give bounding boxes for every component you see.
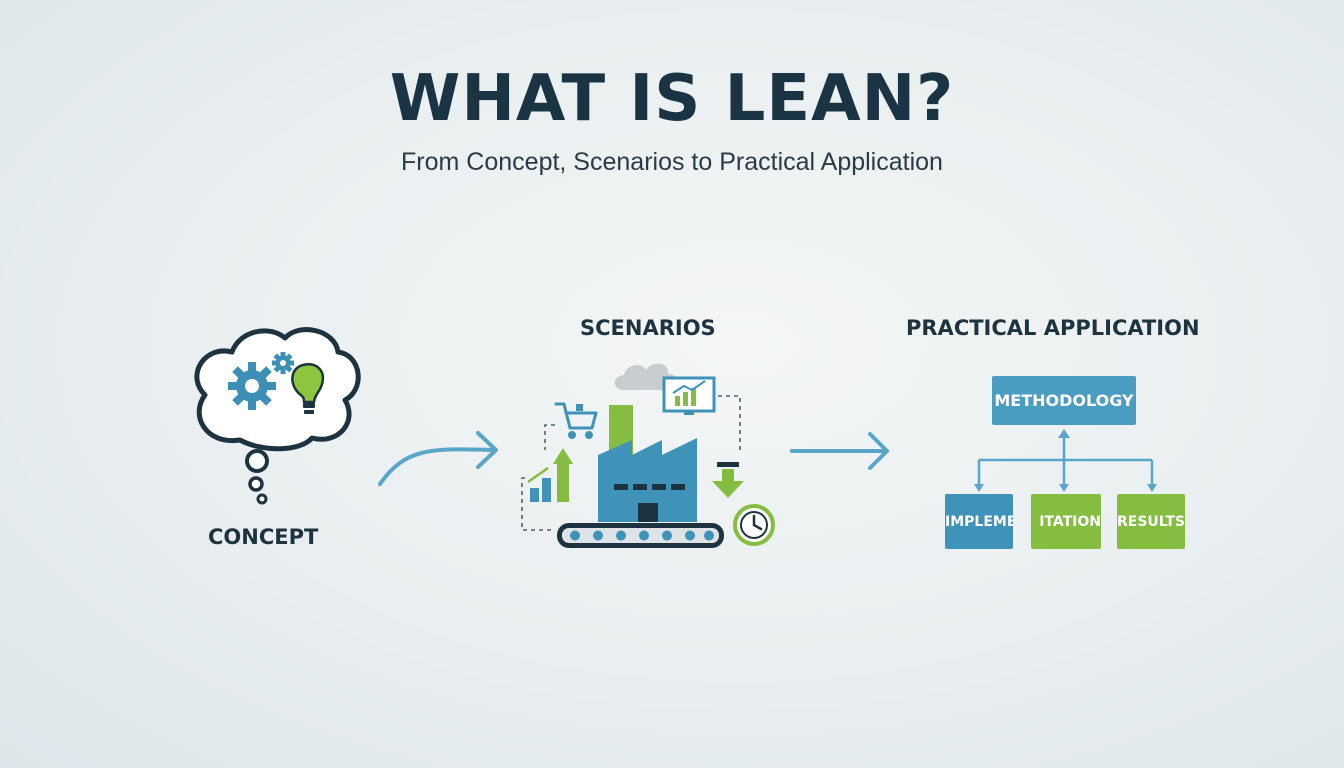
results-box: RESULTS (1117, 494, 1185, 549)
smoke-cloud-icon (614, 363, 679, 390)
hierarchy-connectors (977, 436, 1154, 486)
monitor-chart-icon (662, 376, 716, 415)
practical-application-label: PRACTICAL APPLICATION (906, 316, 1200, 340)
scenarios-label: SCENARIOS (580, 316, 716, 340)
concept-label: CONCEPT (208, 525, 319, 549)
bar-chart-icon (527, 448, 573, 502)
down-arrow-icon (712, 462, 744, 498)
flow-arrow-scenarios-to-practical (790, 432, 889, 470)
thought-cloud-icon (194, 327, 361, 505)
gear-icon (228, 362, 276, 410)
flow-arrow-concept-to-scenarios (378, 431, 498, 486)
dashed-connector (521, 395, 741, 531)
clock-icon (733, 504, 775, 546)
implementation-box: IMPLEME (945, 494, 1013, 549)
conveyor-belt-icon (557, 523, 724, 548)
methodology-box: METHODOLOGY (992, 376, 1136, 425)
shopping-cart-icon (554, 402, 598, 439)
factory-icon (598, 438, 697, 522)
implementation-continued-box: ITATION (1031, 494, 1101, 549)
page-title: WHAT IS LEAN? (389, 62, 955, 136)
page-subtitle: From Concept, Scenarios to Practical App… (401, 148, 943, 176)
lightbulb-icon (291, 363, 325, 414)
gear-icon (272, 352, 294, 374)
